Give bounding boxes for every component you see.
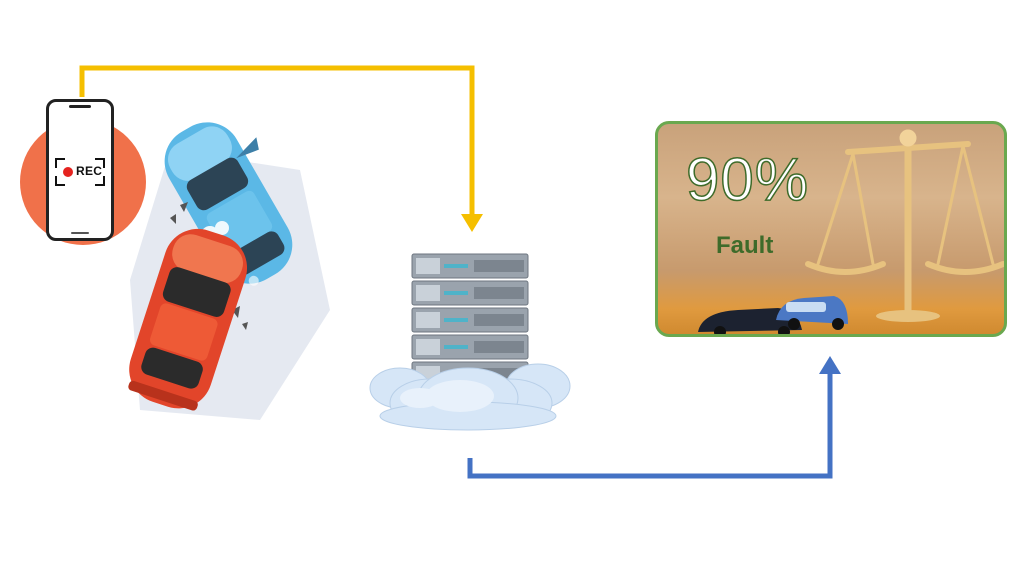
fault-percentage: 90% xyxy=(685,146,810,213)
rec-label: REC xyxy=(76,164,103,178)
red-car xyxy=(128,228,248,411)
smartphone-icon: REC xyxy=(46,99,114,241)
cloud-server xyxy=(360,248,575,433)
record-icon xyxy=(63,167,73,177)
server-rack-icon xyxy=(411,253,529,387)
car-crash-illustration xyxy=(110,110,340,430)
upload-arrowhead xyxy=(461,214,483,232)
upload-arrow xyxy=(79,65,475,218)
phone-recorder: REC xyxy=(14,95,154,255)
fault-label: Fault xyxy=(716,232,774,259)
result-arrowhead xyxy=(819,356,841,374)
result-arrow xyxy=(467,372,833,479)
fault-verdict-card: 90% Fault xyxy=(655,121,1007,337)
scales-of-justice-icon xyxy=(805,129,1004,322)
toy-cars-icon xyxy=(698,296,848,334)
rec-indicator: REC xyxy=(55,158,105,186)
